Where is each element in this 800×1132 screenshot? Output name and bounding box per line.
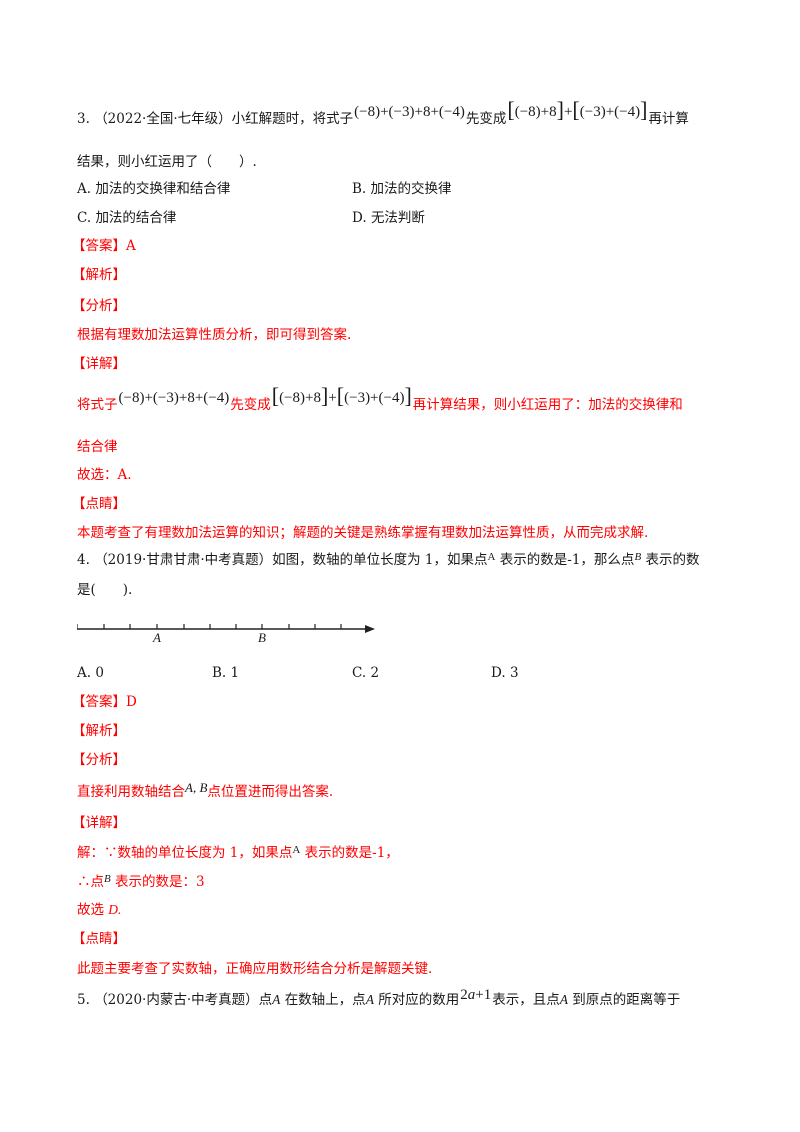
q4-step2: ∴点B 表示的数是：3 <box>77 873 205 890</box>
q3-dianjing-text: 本题考查了有理数加法运算的知识；解题的关键是熟练掌握有理数加法运算性质，从而完成… <box>77 525 649 541</box>
number-line-figure: A B <box>76 615 377 645</box>
q3-source: （2022·全国·七年级） <box>94 111 232 127</box>
q4-stem-line1: 4. （2019·甘肃甘肃·中考真题）如图，数轴的单位长度为 1，如果点A 表示… <box>77 551 700 568</box>
number-line-icon <box>76 624 375 633</box>
q5-expression: 2a+1 <box>460 987 492 1003</box>
q4-option-c[interactable]: C. 2 <box>352 665 380 681</box>
number-line-label-a: A <box>153 630 161 645</box>
point-a-label: A <box>559 992 568 1007</box>
q4-answer: 【答案】D <box>72 692 137 712</box>
answer-label: 【答案】 <box>72 238 126 254</box>
q3-answer: 【答案】A <box>72 236 136 256</box>
q3-option-c[interactable]: C. 加法的结合律 <box>77 210 177 226</box>
q3-expression-original: (−8)+(−3)+8+(−4) <box>118 390 230 406</box>
q4-xiangjie-label: 【详解】 <box>72 815 126 831</box>
points-ab-math: A, B <box>185 780 208 795</box>
q4-jiexi-label: 【解析】 <box>72 723 126 739</box>
q3-stem-line2: 结果，则小红运用了（ ）. <box>77 154 257 170</box>
number-line-label-b: B <box>258 630 266 645</box>
q4-option-a[interactable]: A. 0 <box>77 665 104 681</box>
q3-jiexi-label: 【解析】 <box>72 267 126 283</box>
q3-xiangjie-line2: 结合律 <box>77 439 118 455</box>
point-a-label: A <box>272 992 281 1007</box>
answer-value: A <box>126 238 136 254</box>
q4-fenxi-label: 【分析】 <box>72 752 126 768</box>
q3-option-b[interactable]: B. 加法的交换律 <box>352 181 452 197</box>
q4-dianjing-text: 此题主要考查了实数轴，正确应用数形结合分析是解题关键. <box>77 961 433 977</box>
q5-number: 5. <box>77 992 90 1008</box>
q3-stem-text: 小红解题时，将式子 <box>231 111 354 127</box>
answer-value: D <box>126 694 137 710</box>
q3-stem-text: 先变成 <box>465 111 507 127</box>
q4-dianjing-label: 【点睛】 <box>72 931 126 947</box>
q4-fenxi-text: 直接利用数轴结合A, B点位置进而得出答案. <box>77 780 334 800</box>
q3-option-a[interactable]: A. 加法的交换律和结合律 <box>77 181 231 197</box>
point-b-label: B <box>634 551 642 563</box>
q3-number: 3. <box>77 111 90 127</box>
q5-source: （2020·内蒙古·中考真题） <box>94 992 259 1008</box>
q4-source: （2019·甘肃甘肃·中考真题） <box>94 552 273 568</box>
q3-xiangjie-line1: 将式子(−8)+(−3)+8+(−4)先变成[(−8)+8]+[(−3)+(−4… <box>77 383 683 414</box>
q4-number: 4. <box>77 552 90 568</box>
q3-expression-regrouped: [(−8)+8]+[(−3)+(−4)] <box>507 97 648 122</box>
q5-stem-line1: 5. （2020·内蒙古·中考真题）点A 在数轴上，点A 所对应的数用2a+1表… <box>77 987 681 1008</box>
point-a-label: A <box>292 844 301 856</box>
q3-xiangjie-label: 【详解】 <box>72 356 126 372</box>
q4-option-d[interactable]: D. 3 <box>491 665 519 681</box>
q3-option-d[interactable]: D. 无法判断 <box>352 210 425 226</box>
q4-guxuan: 故选 D. <box>77 902 122 918</box>
point-b-label: B <box>104 873 111 885</box>
q3-fenxi-label: 【分析】 <box>72 298 126 314</box>
q3-fenxi-text: 根据有理数加法运算性质分析，即可得到答案. <box>77 327 352 343</box>
answer-label: 【答案】 <box>72 694 126 710</box>
q3-stem-text: 再计算 <box>648 111 689 127</box>
q4-option-b[interactable]: B. 1 <box>212 665 240 681</box>
q3-guxuan: 故选：A. <box>77 467 132 483</box>
point-a-label: A <box>487 551 496 563</box>
q3-dianjing-label: 【点睛】 <box>72 496 126 512</box>
q4-step1: 解：∵数轴的单位长度为 1，如果点A 表示的数是-1， <box>77 844 399 861</box>
q3-stem-line1: 3. （2022·全国·七年级）小红解题时，将式子(−8)+(−3)+8+(−4… <box>77 97 689 129</box>
q3-expression-original: (−8)+(−3)+8+(−4) <box>354 104 465 120</box>
q3-expression-regrouped: [(−8)+8]+[(−3)+(−4)] <box>271 383 412 408</box>
q4-stem-line2: 是( ). <box>77 582 133 598</box>
point-a-label: A <box>365 992 374 1007</box>
